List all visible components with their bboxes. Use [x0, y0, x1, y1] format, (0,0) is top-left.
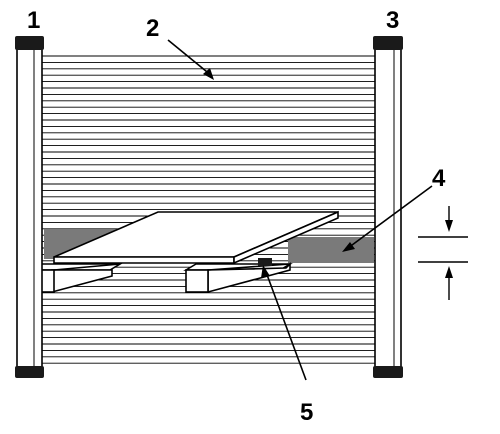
pallet-deck-front-edge: [53, 256, 235, 264]
arrowhead-2: [203, 68, 214, 80]
pallet: [29, 210, 339, 294]
interrupted-zone-right: [288, 237, 374, 263]
light-beams: [42, 55, 375, 364]
label-4: 4: [432, 165, 446, 192]
dim-arrow-up: [445, 266, 453, 278]
emitter-bottom-cap: [15, 366, 44, 378]
label-5: 5: [300, 399, 313, 426]
label-2: 2: [146, 15, 159, 42]
leader-5: [265, 271, 307, 381]
dim-arrow-down: [445, 220, 453, 232]
gap-dimension: [418, 206, 468, 300]
receiver-column: [373, 36, 403, 378]
label-3: 3: [386, 7, 399, 34]
label-1: 1: [27, 7, 40, 34]
pallet-runner-right-end: [185, 269, 209, 293]
pallet-block: [258, 258, 272, 266]
emitter-column: [15, 36, 44, 378]
leader-2: [167, 39, 213, 77]
arrowhead-4: [342, 242, 355, 252]
leader-4: [347, 185, 433, 249]
emitter-top-cap: [15, 36, 44, 50]
receiver-top-cap: [373, 36, 403, 50]
arrowhead-5: [261, 265, 270, 278]
pallet-deck-side-edge: [233, 210, 339, 265]
receiver-bottom-cap: [373, 366, 403, 378]
